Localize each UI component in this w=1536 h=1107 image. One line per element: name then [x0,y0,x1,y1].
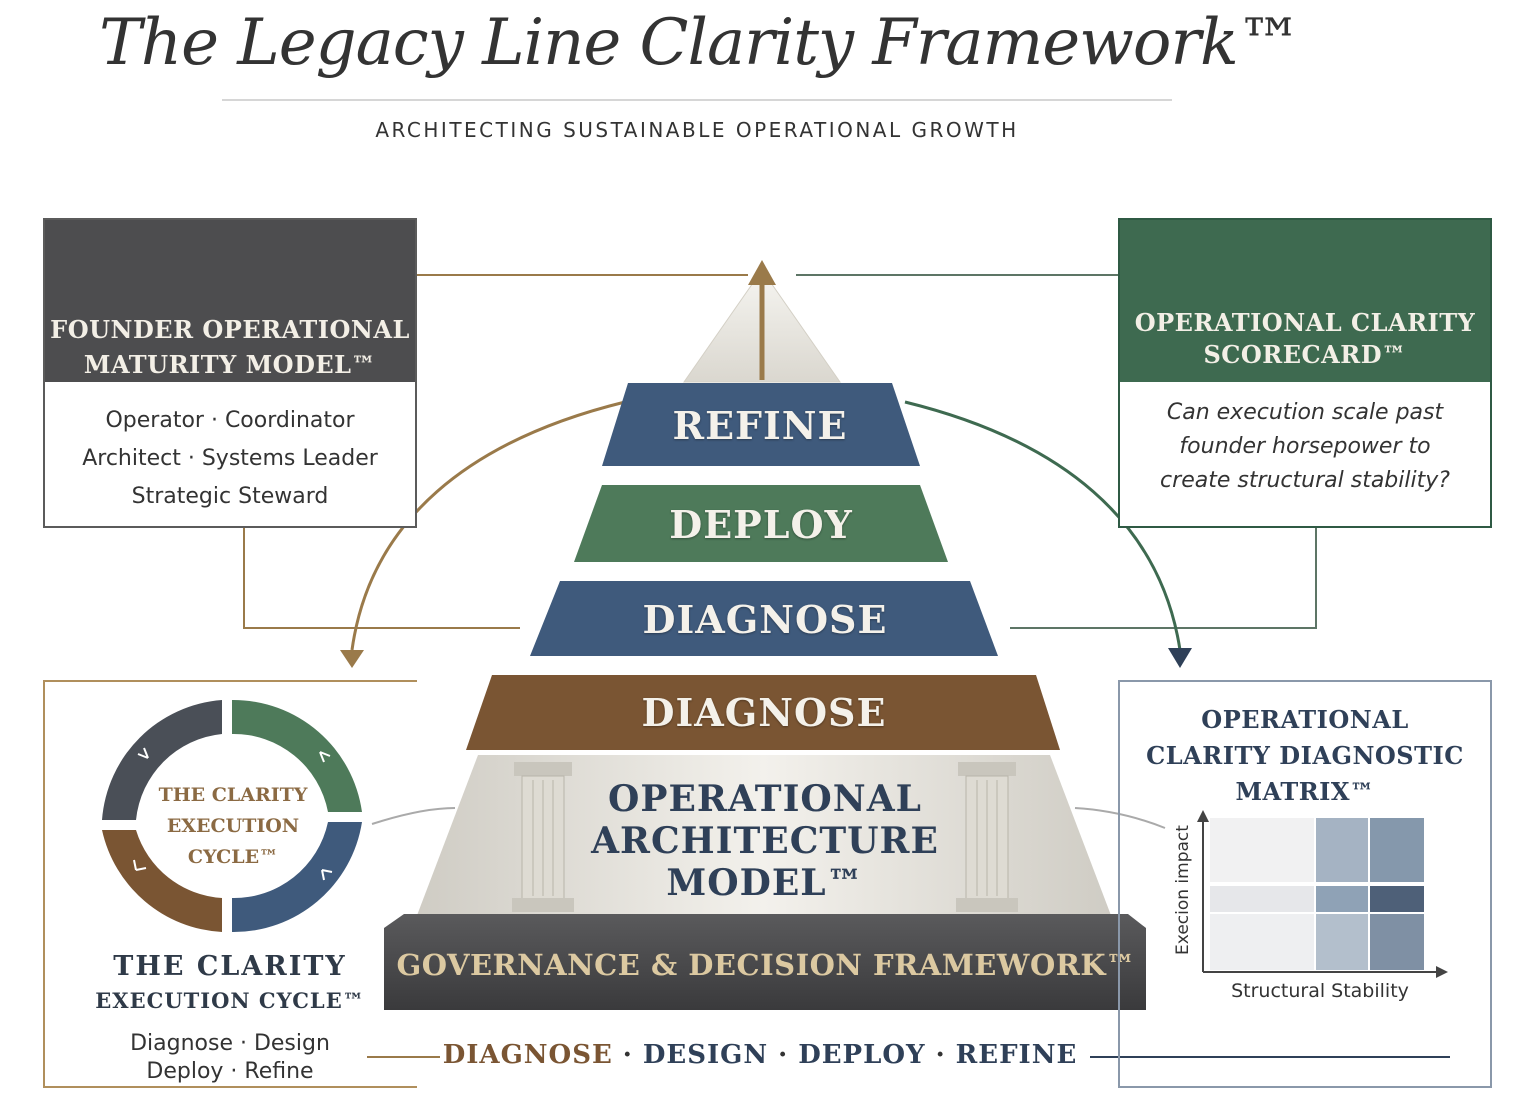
operational-architecture-model-label: OPERATIONAL ARCHITECTURE MODEL™ [591,778,939,904]
tier-label-deploy: DEPLOY [669,502,853,547]
up-arrow-icon [748,260,776,285]
execution-cycle-steps: Diagnose · Design Deploy · Refine [130,1031,330,1084]
tier-diagnose-brown [466,675,1060,750]
card-header-background [1120,220,1490,382]
tier-label-diagnose-blue: DIAGNOSE [642,597,888,642]
pyramid-base [384,914,1146,1010]
step-refine: REFINE [955,1040,1078,1070]
cycle-ring-label: THE CLARITY EXECUTION CYCLE™ [158,784,308,868]
governance-framework-label: GOVERNANCE & DECISION FRAMEWORK™ [396,948,1136,982]
left-column [512,762,574,912]
separator-dot: · [778,1040,789,1070]
tier-deploy [574,485,948,562]
tier-label-diagnose-brown: DIAGNOSE [641,690,887,735]
arrow-down-left-icon [340,650,364,668]
separator-dot: · [935,1040,946,1070]
cycle-arrow-icons [133,747,333,881]
tier-refine [602,383,920,466]
execution-cycle-ring [102,699,362,933]
founder-maturity-model-card: FOUNDER OPERATIONAL MATURITY MODEL™ Oper… [43,218,417,528]
clarity-scorecard-card: OPERATIONAL CLARITY SCORECARD™ Can execu… [1118,218,1492,528]
page-title: The Legacy Line Clarity Framework™ [99,6,1302,80]
tier-diagnose-blue [530,581,998,656]
tier-label-refine: REFINE [672,403,848,448]
diagnostic-matrix-title: OPERATIONAL CLARITY DIAGNOSTIC MATRIX™ [1146,705,1464,806]
step-design: DESIGN [642,1040,769,1070]
pyramid-body [416,755,1112,918]
cycle-steps-strip: DIAGNOSE · DESIGN · DEPLOY · REFINE [430,1040,1090,1070]
card-header-background [45,220,415,382]
matrix-y-axis-label: Execion impact [1173,825,1193,955]
matrix-x-axis-label: Structural Stability [1231,980,1409,1002]
card-title: FOUNDER OPERATIONAL MATURITY MODEL™ [50,315,410,379]
card-title: OPERATIONAL CLARITY SCORECARD™ [1134,308,1476,369]
connector-lines [243,274,1450,1058]
right-column [956,762,1018,912]
title-divider [222,99,1172,101]
execution-cycle-card [43,680,417,1088]
step-diagnose: DIAGNOSE [442,1040,613,1070]
diagnostic-matrix [1197,810,1448,978]
arrow-down-right-icon [1168,648,1192,668]
separator-dot: · [622,1040,633,1070]
execution-cycle-title: THE CLARITY EXECUTION CYCLE™ [95,951,365,1013]
step-deploy: DEPLOY [798,1040,926,1070]
diagnostic-matrix-card [1118,680,1492,1088]
page-subtitle: ARCHITECTING SUSTAINABLE OPERATIONAL GRO… [375,118,1019,142]
card-body: Operator · Coordinator Architect · Syste… [82,408,378,509]
card-body: Can execution scale past founder horsepo… [1160,400,1450,493]
